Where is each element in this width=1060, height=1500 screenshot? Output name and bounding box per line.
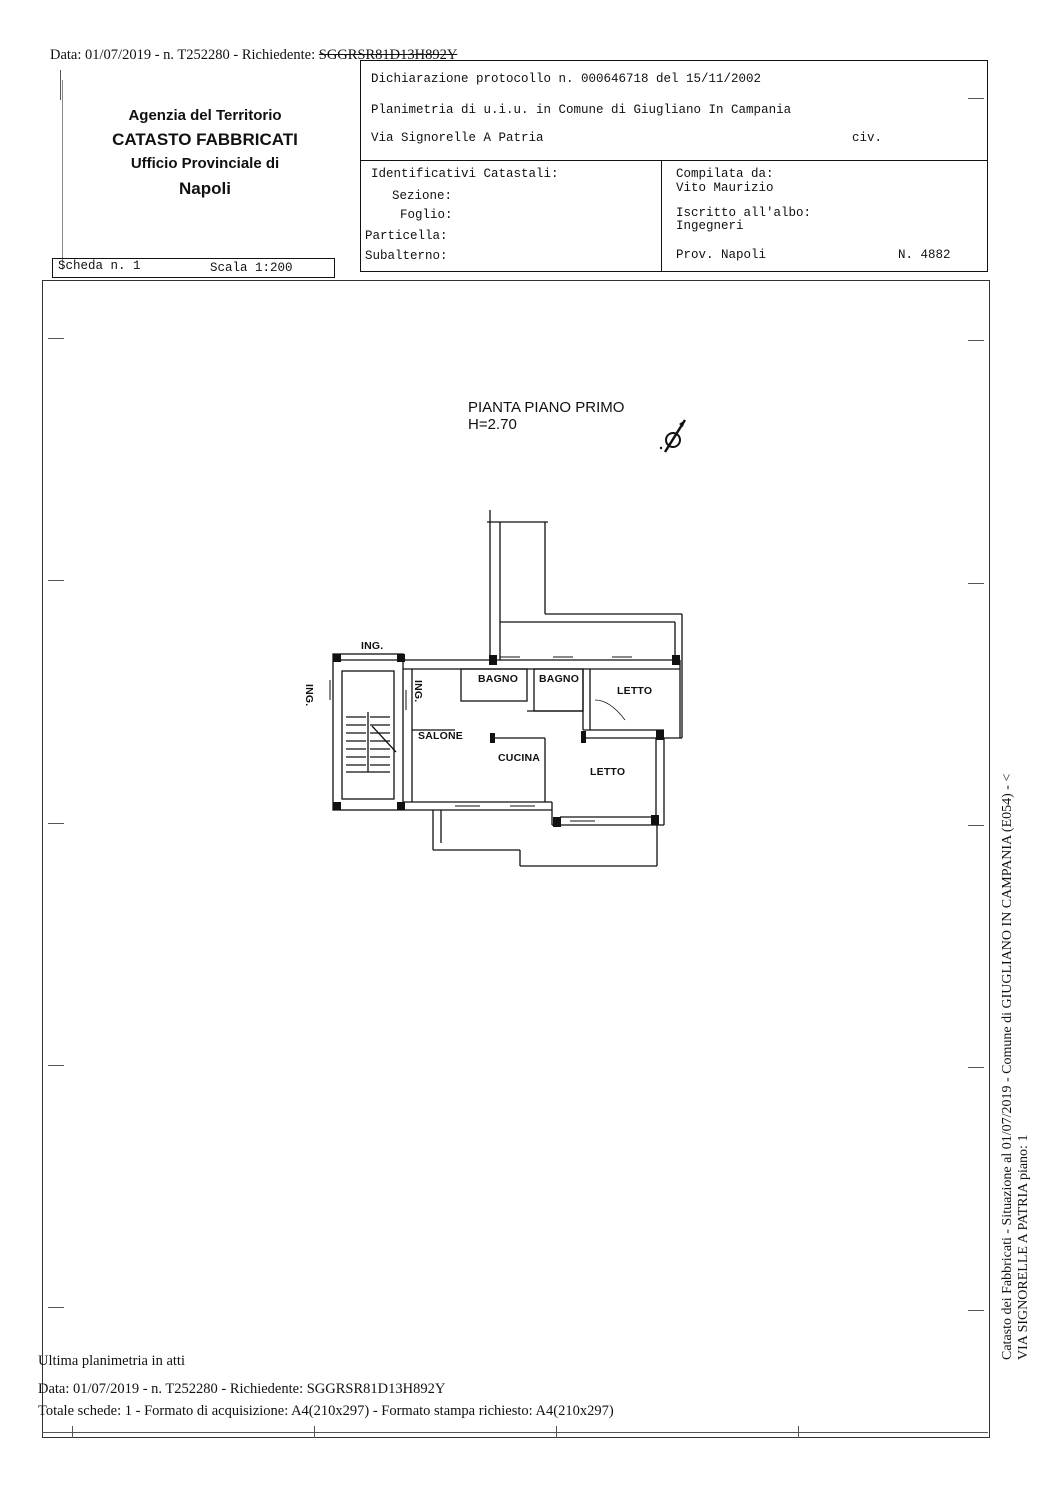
catasto-title: CATASTO FABBRICATI [112,130,298,149]
subalterno-label: Subalterno: [365,249,448,263]
sezione-label: Sezione: [392,189,453,203]
side-caption: Catasto dei Fabbricati - Situazione al 0… [1000,774,1032,1360]
identificativi-title: Identificativi Catastali: [371,167,559,181]
struck-requester-code: SGGRSR81D13H892Y [318,47,458,63]
provincia-albo: Prov. Napoli [676,248,767,262]
side-caption-line2: VIA SIGNORELLE A PATRIA piano: 1 [1016,1134,1031,1360]
foglio-label: Foglio: [400,208,453,222]
dichiarazione-text: Dichiarazione protocollo n. 000646718 de… [371,72,762,86]
plan-height: H=2.70 [468,416,517,433]
scheda-box [52,258,335,278]
planimetria-text: Planimetria di u.i.u. in Comune di Giugl… [371,103,792,117]
ufficio-label: Ufficio Provinciale di [130,155,280,172]
agency-block: Agenzia del Territorio CATASTO FABBRICAT… [60,105,350,203]
room-label-letto-2: LETTO [590,766,626,778]
iscritto-label: Iscritto all'albo: [676,206,812,220]
room-label-cucina: CUCINA [498,752,541,764]
room-label-letto-1: LETTO [617,685,653,697]
footer-last-plan: Ultima planimetria in atti [38,1353,185,1369]
room-label-bagno-2: BAGNO [539,673,580,685]
compilata-title: Compilata da: [676,167,774,181]
room-label-ing-top: ING. [361,640,384,652]
north-arrow-icon [659,419,687,453]
side-caption-line1: Catasto dei Fabbricati - Situazione al 0… [1000,773,1015,1360]
room-label-bagno-1: BAGNO [478,673,519,685]
request-line: Data: 01/07/2019 - n. T252280 - Richiede… [50,47,457,64]
room-label-ing-right: ING. [412,680,424,703]
plan-title: PIANTA PIANO PRIMO H=2.70 [468,399,624,433]
footer-format-info: Totale schede: 1 - Formato di acquisizio… [38,1403,614,1419]
request-prefix: Data: 01/07/2019 - n. T252280 - Richiede… [50,47,319,63]
scheda-label: Scheda n. 1 [58,259,141,273]
provincia-name: Napoli [179,179,231,198]
header-frame [52,60,988,272]
room-label-ing-left: ING. [303,684,315,707]
via-text: Via Signorelle A Patria [371,131,544,145]
particella-label: Particella: [365,229,448,243]
drawing-frame [42,280,990,1438]
footer-block: Ultima planimetria in atti Data: 01/07/2… [38,1350,614,1422]
numero-albo: N. 4882 [898,248,951,262]
compilata-name: Vito Maurizio [676,181,774,195]
floor-plan-drawing [329,510,683,867]
agency-name: Agenzia del Territorio [128,107,282,124]
footer-request-data: Data: 01/07/2019 - n. T252280 - Richiede… [38,1381,446,1397]
plan-title-line1: PIANTA PIANO PRIMO [468,399,625,416]
civ-text: civ. [852,131,883,145]
albo-value: Ingegneri [676,219,744,233]
scala-label: Scala 1:200 [210,261,293,275]
room-label-salone: SALONE [418,730,463,742]
